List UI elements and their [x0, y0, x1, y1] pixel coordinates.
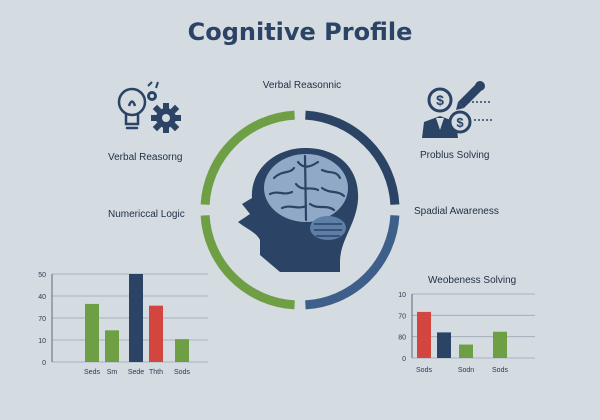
right-icon-group: $ $ [422, 81, 492, 138]
y-tick-label: 50 [38, 272, 46, 279]
label-spatial-awareness: Spadial Awareness [414, 206, 499, 217]
cognitive-ring-diagram [200, 110, 400, 310]
bar [175, 339, 189, 362]
bar [105, 330, 119, 362]
y-tick-label: 70 [398, 313, 406, 320]
x-tick-label: Sm [107, 369, 118, 376]
ring-segment-bottom-left [200, 215, 295, 310]
label-numerical-logic: Numericcal Logic [108, 209, 185, 220]
chart-right-bars [417, 311, 507, 358]
bar [437, 332, 451, 358]
y-tick-label: 10 [38, 338, 46, 345]
x-tick-label: Sodn [458, 367, 474, 374]
y-tick-label: 70 [38, 316, 46, 323]
chart-right-title: Weobeness Solving [428, 275, 517, 286]
y-tick-label: 0 [402, 356, 406, 363]
label-problem-solving: Problus Solving [420, 150, 490, 161]
x-tick-label: Thth [149, 369, 163, 376]
bar [129, 274, 143, 362]
x-tick-label: Sods [416, 367, 432, 374]
ring-segment-top-left [200, 110, 295, 205]
ring-top-label: Verbal Reasonnic [262, 80, 342, 91]
chart-left-x-labels: Seds Sm Sede Thth Sods [84, 369, 190, 376]
dollar-coin-icon: $ [427, 87, 453, 113]
bar [149, 305, 163, 362]
y-tick-label: 0 [42, 360, 46, 367]
y-tick-label: 10 [398, 292, 406, 299]
bar [493, 331, 507, 358]
left-icon-group [117, 81, 181, 133]
label-verbal-reasoning: Verbal Reasorng [108, 152, 183, 163]
y-tick-label: 40 [38, 294, 46, 301]
y-tick-label: 80 [398, 335, 406, 342]
page-title: Cognitive Profile [187, 18, 413, 46]
lightbulb-icon [117, 87, 147, 130]
gear-icon [147, 81, 181, 133]
svg-text:$: $ [436, 92, 444, 108]
svg-text:$: $ [456, 115, 464, 130]
bar [417, 311, 431, 358]
ring-segment-top-right [305, 110, 400, 205]
bar [459, 344, 473, 358]
chart-right: 10 70 80 0 Sods Sodn Sods [398, 292, 535, 374]
x-tick-label: Sods [174, 369, 190, 376]
head-brain-icon [238, 148, 359, 272]
x-tick-label: Seds [84, 369, 100, 376]
pen-icon [456, 81, 485, 110]
x-tick-label: Sede [128, 369, 144, 376]
dollar-coin-icon-2: $ [448, 110, 472, 134]
chart-left-bars [85, 274, 189, 362]
bar [85, 303, 99, 362]
ring-segment-bottom-right [305, 215, 400, 310]
x-tick-label: Sods [492, 367, 508, 374]
chart-right-y-ticks: 10 70 80 0 [398, 292, 406, 363]
chart-right-x-labels: Sods Sodn Sods [416, 367, 508, 374]
chart-right-grid [411, 293, 535, 359]
